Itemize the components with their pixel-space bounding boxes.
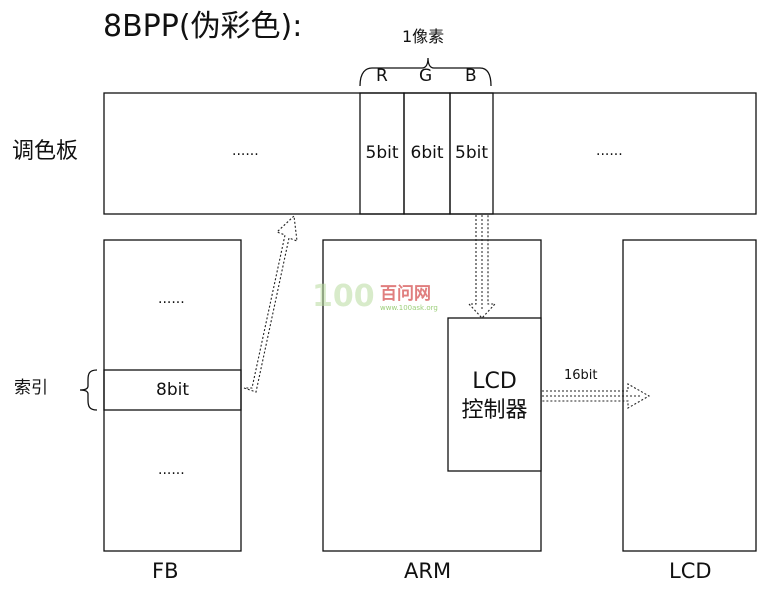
watermark-name: 百问网 bbox=[380, 284, 431, 304]
lcd-label: LCD bbox=[669, 559, 712, 583]
pixel-label: 1像素 bbox=[402, 27, 445, 46]
watermark-url: www.100ask.org bbox=[380, 304, 438, 312]
index-to-palette-arrow bbox=[243, 214, 298, 393]
lcd-controller-label: LCD 控制器 bbox=[448, 367, 541, 425]
fb-bottom-dots: ...... bbox=[158, 462, 185, 478]
bus-width-label: 16bit bbox=[564, 368, 598, 383]
channel-b-label: B bbox=[465, 66, 477, 86]
fb-top-dots: ...... bbox=[158, 291, 185, 307]
index-brace bbox=[79, 369, 98, 411]
pixel-brace bbox=[359, 57, 492, 87]
palette-label: 调色板 bbox=[12, 139, 79, 164]
lcd-controller-line2: 控制器 bbox=[461, 398, 528, 423]
palette-r-bits: 5bit bbox=[365, 143, 399, 163]
palette-to-controller-arrow bbox=[467, 215, 497, 319]
lcd-controller-box bbox=[447, 317, 542, 472]
channel-g-label: G bbox=[419, 66, 433, 86]
index-label: 索引 bbox=[14, 378, 48, 398]
controller-to-lcd-arrow bbox=[542, 383, 651, 409]
fb-label: FB bbox=[152, 559, 179, 583]
svg-text:100: 100 bbox=[312, 279, 375, 314]
fb-index-bits: 8bit bbox=[156, 380, 189, 400]
palette-b-bits: 5bit bbox=[455, 143, 488, 163]
arm-label: ARM bbox=[404, 559, 452, 583]
palette-g-bits: 6bit bbox=[410, 143, 444, 163]
palette-left-dots: ...... bbox=[232, 143, 259, 159]
palette-right-dots: ...... bbox=[596, 143, 623, 159]
lcd-box bbox=[622, 239, 757, 552]
fb-index-cell bbox=[103, 369, 242, 411]
channel-r-label: R bbox=[376, 66, 388, 86]
page-title: 8BPP(伪彩色): bbox=[103, 9, 303, 44]
watermark-logo-icon: 100 bbox=[312, 279, 375, 314]
lcd-controller-line1: LCD bbox=[472, 369, 517, 394]
palette-b-cell bbox=[449, 92, 494, 215]
